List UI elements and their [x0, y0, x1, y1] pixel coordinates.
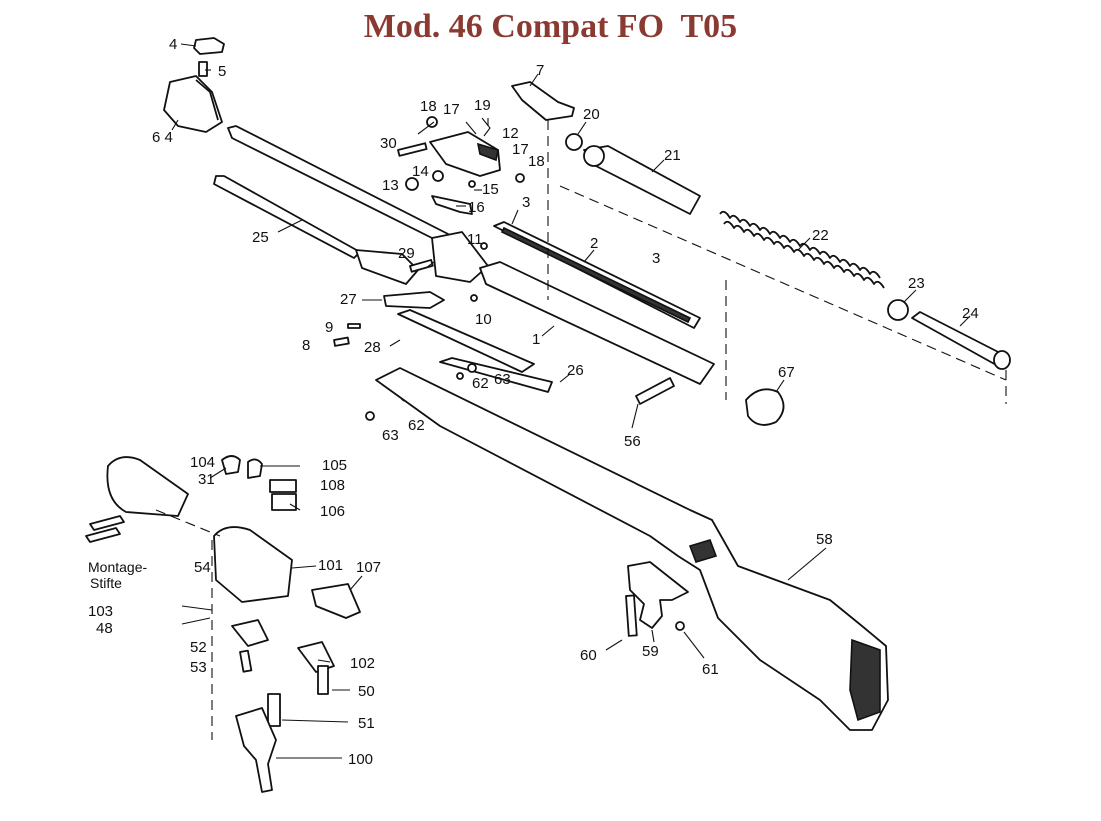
callout-56: 56: [624, 433, 641, 450]
assembly-lines: [155, 120, 1007, 740]
callout-21: 21: [664, 147, 681, 164]
stock: [375, 367, 889, 731]
callout-22: 22: [812, 227, 829, 244]
cylinder-spring-group: [583, 145, 1011, 370]
callout-105: 105: [322, 457, 347, 474]
callout-2: 2: [590, 235, 598, 252]
trigger-guard: [605, 561, 705, 659]
callout-20: 20: [583, 106, 600, 123]
callout-31: 31: [198, 471, 215, 488]
callout-59: 59: [642, 643, 659, 660]
callout-29: 29: [398, 245, 415, 262]
callout-13: 13: [382, 177, 399, 194]
callout-108: 108: [320, 477, 345, 494]
callout-60: 60: [580, 647, 597, 664]
callout-107: 107: [356, 559, 381, 576]
callout-28: 28: [364, 339, 381, 356]
callout-103: 103: [88, 603, 113, 620]
callout-52: 52: [190, 639, 207, 656]
callout-62b: 62: [408, 417, 425, 434]
callout-101: 101: [318, 557, 343, 574]
callout-5: 5: [218, 63, 226, 80]
callout-24: 24: [962, 305, 979, 322]
callout-8: 8: [302, 337, 310, 354]
callout-100: 100: [348, 751, 373, 768]
stock-hardware: [365, 357, 785, 429]
callout-30: 30: [380, 135, 397, 152]
callout-25: 25: [252, 229, 269, 246]
callout-17a: 17: [443, 101, 460, 118]
callout-61: 61: [702, 661, 719, 678]
callout-63a: 63: [494, 371, 511, 388]
callout-48: 48: [96, 620, 113, 637]
callout-26: 26: [567, 362, 584, 379]
parts-drawing: [85, 37, 1011, 793]
scope-rail: [493, 209, 701, 329]
callout-23: 23: [908, 275, 925, 292]
callout-1: 1: [532, 331, 540, 348]
callout-4: 4: [169, 36, 177, 53]
callout-64: 6 4: [152, 129, 173, 146]
callout-54: 54: [194, 559, 211, 576]
callout-102: 102: [350, 655, 375, 672]
small-parts-left: [333, 242, 535, 373]
callout-19: 19: [474, 97, 491, 114]
callout-labels: 4 5 6 4 7 18 17 19 20 30 12 17 18 21 13 …: [88, 36, 979, 768]
callout-3b: 3: [652, 250, 660, 267]
callout-9: 9: [325, 319, 333, 336]
callout-104: 104: [190, 454, 215, 471]
callout-12: 12: [502, 125, 519, 142]
callout-18a: 18: [420, 98, 437, 115]
callout-62a: 62: [472, 375, 489, 392]
callout-106: 106: [320, 503, 345, 520]
callout-50: 50: [358, 683, 375, 700]
callout-16: 16: [468, 199, 485, 216]
callout-53: 53: [190, 659, 207, 676]
callout-27: 27: [340, 291, 357, 308]
label-stifte: Stifte: [90, 575, 122, 591]
callout-17b: 17: [512, 141, 529, 158]
callout-3a: 3: [522, 194, 530, 211]
callout-51: 51: [358, 715, 375, 732]
rear-sight-group: [397, 73, 587, 215]
callout-18b: 18: [528, 153, 545, 170]
callout-14: 14: [412, 163, 429, 180]
trigger-unit: [85, 455, 363, 793]
label-montage: Montage-: [88, 559, 147, 575]
callout-15: 15: [482, 181, 499, 198]
callout-7: 7: [536, 62, 544, 79]
callout-58: 58: [816, 531, 833, 548]
front-sight-assembly: [163, 37, 225, 133]
diagram-title: Mod. 46 Compat FO T05: [363, 8, 738, 45]
callout-67: 67: [778, 364, 795, 381]
callout-10: 10: [475, 311, 492, 328]
receiver-tube: [479, 261, 715, 385]
callout-63b: 63: [382, 427, 399, 444]
cocking-lever: [213, 175, 419, 285]
callout-11: 11: [467, 231, 483, 248]
barrel: [227, 125, 489, 283]
